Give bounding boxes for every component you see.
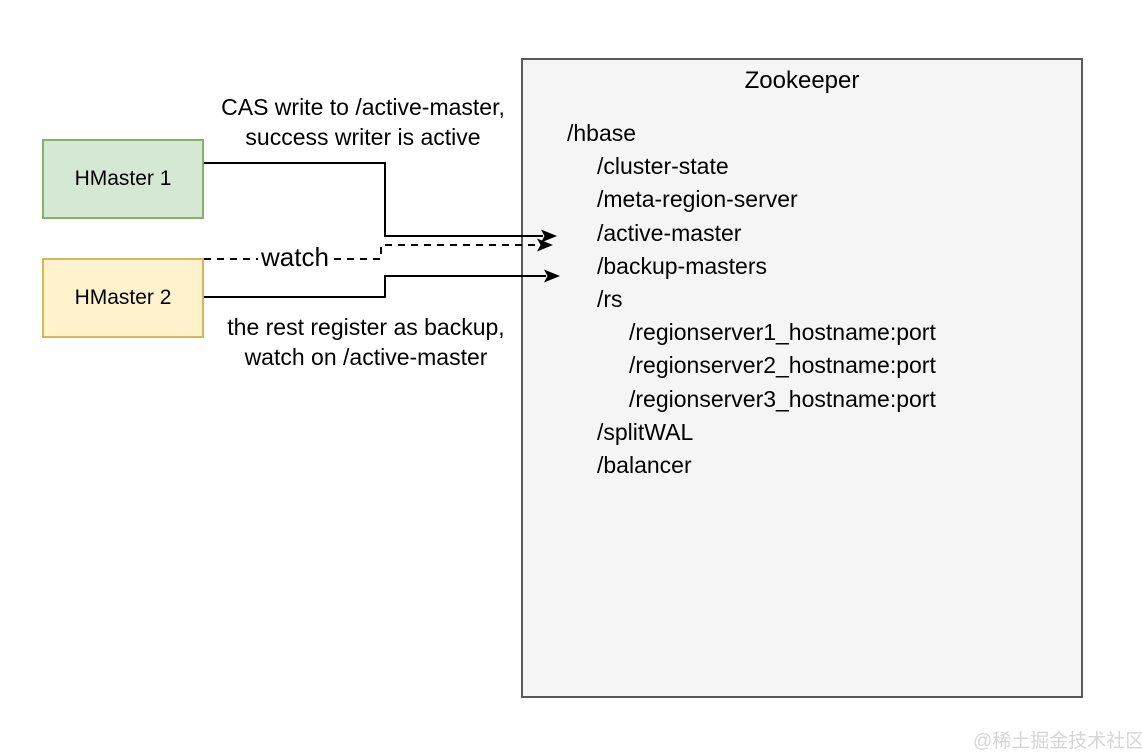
zk-tree-item: /balancer: [597, 452, 692, 479]
zk-tree-item: /splitWAL: [597, 418, 694, 445]
zookeeper-title: Zookeeper: [744, 67, 860, 94]
zk-tree-item: /backup-masters: [597, 252, 768, 279]
watermark: @稀土掘金技术社区: [973, 731, 1142, 752]
zk-tree-item: /hbase: [567, 120, 637, 146]
watch-label: watch: [258, 243, 332, 271]
hmaster1-to-active-master-line: [204, 162, 543, 237]
hmaster1-label: HMaster 1: [74, 167, 172, 190]
zk-tree: /hbase/cluster-state/meta-region-server /…: [567, 117, 936, 482]
cas-annotation-line2: success writer is active: [245, 124, 481, 150]
hmaster1-node: HMaster 1: [42, 139, 204, 219]
hmaster2-to-backup-masters-line: [204, 275, 546, 298]
backup-annotation: the rest register as backup, watch on /a…: [208, 312, 524, 372]
zk-tree-item: /active-master: [597, 219, 742, 246]
zookeeper-box: Zookeeper: [521, 58, 1083, 698]
cas-annotation-line1: CAS write to /active-master,: [221, 94, 505, 120]
watch-line: [204, 244, 539, 260]
zk-tree-item: /cluster-state: [597, 153, 729, 180]
zk-tree-item: /regionserver2_hostname:port: [629, 352, 936, 379]
hmaster2-label: HMaster 2: [74, 286, 172, 309]
cas-annotation: CAS write to /active-master, success wri…: [205, 92, 521, 152]
hmaster2-node: HMaster 2: [42, 258, 204, 338]
zk-tree-item: /regionserver1_hostname:port: [629, 319, 936, 346]
zk-tree-item: /meta-region-server: [597, 186, 798, 213]
zk-tree-item: /rs: [597, 286, 623, 313]
backup-annotation-line1: the rest register as backup,: [227, 314, 505, 340]
zk-tree-item: /regionserver3_hostname:port: [629, 385, 936, 412]
backup-annotation-line2: watch on /active-master: [244, 344, 488, 370]
